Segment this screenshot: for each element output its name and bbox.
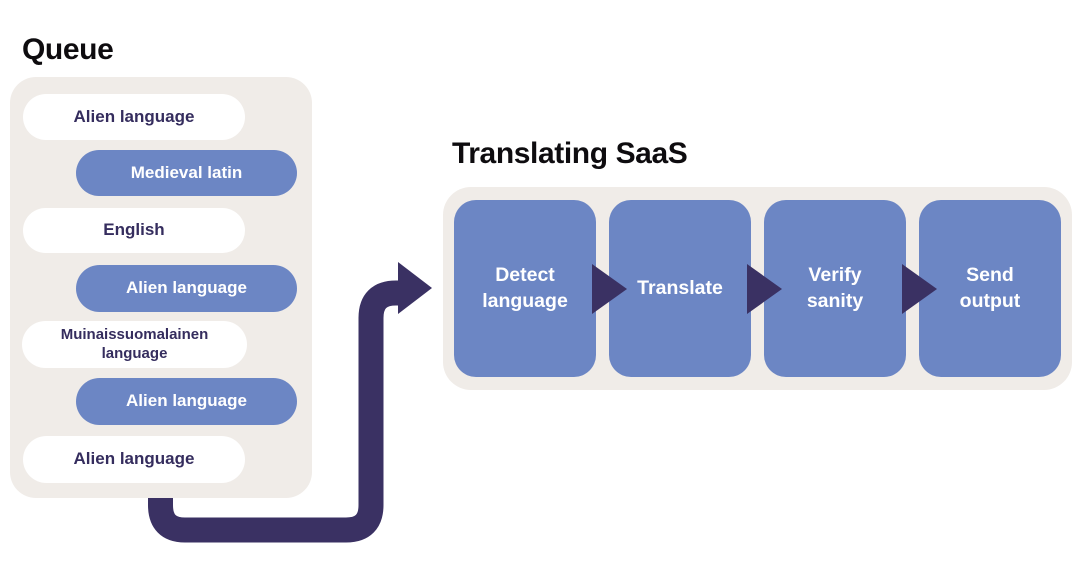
pipeline-step-send-output: Send output <box>919 200 1061 377</box>
queue-title: Queue <box>22 33 114 66</box>
queue-item: Alien language <box>23 436 245 483</box>
triangle-right-icon <box>902 263 937 314</box>
queue-item: Medieval latin <box>76 150 297 196</box>
step-connector <box>592 200 627 377</box>
pipeline-panel: Detect language Translate Verify sanity … <box>443 187 1072 390</box>
queue-item: Alien language <box>23 94 245 140</box>
step-connector <box>902 200 937 377</box>
pipeline-step-verify-sanity: Verify sanity <box>764 200 906 377</box>
queue-item: English <box>23 208 245 253</box>
triangle-right-icon <box>747 263 782 314</box>
queue-item: Muinaissuomalainen language <box>22 321 247 368</box>
step-connector <box>747 200 782 377</box>
triangle-right-icon <box>592 263 627 314</box>
queue-panel: Alien language Medieval latin English Al… <box>10 77 312 498</box>
pipeline-step-detect-language: Detect language <box>454 200 596 377</box>
pipeline-step-translate: Translate <box>609 200 751 377</box>
queue-item: Alien language <box>76 378 297 425</box>
queue-item: Alien language <box>76 265 297 312</box>
pipeline-title: Translating SaaS <box>452 137 688 170</box>
